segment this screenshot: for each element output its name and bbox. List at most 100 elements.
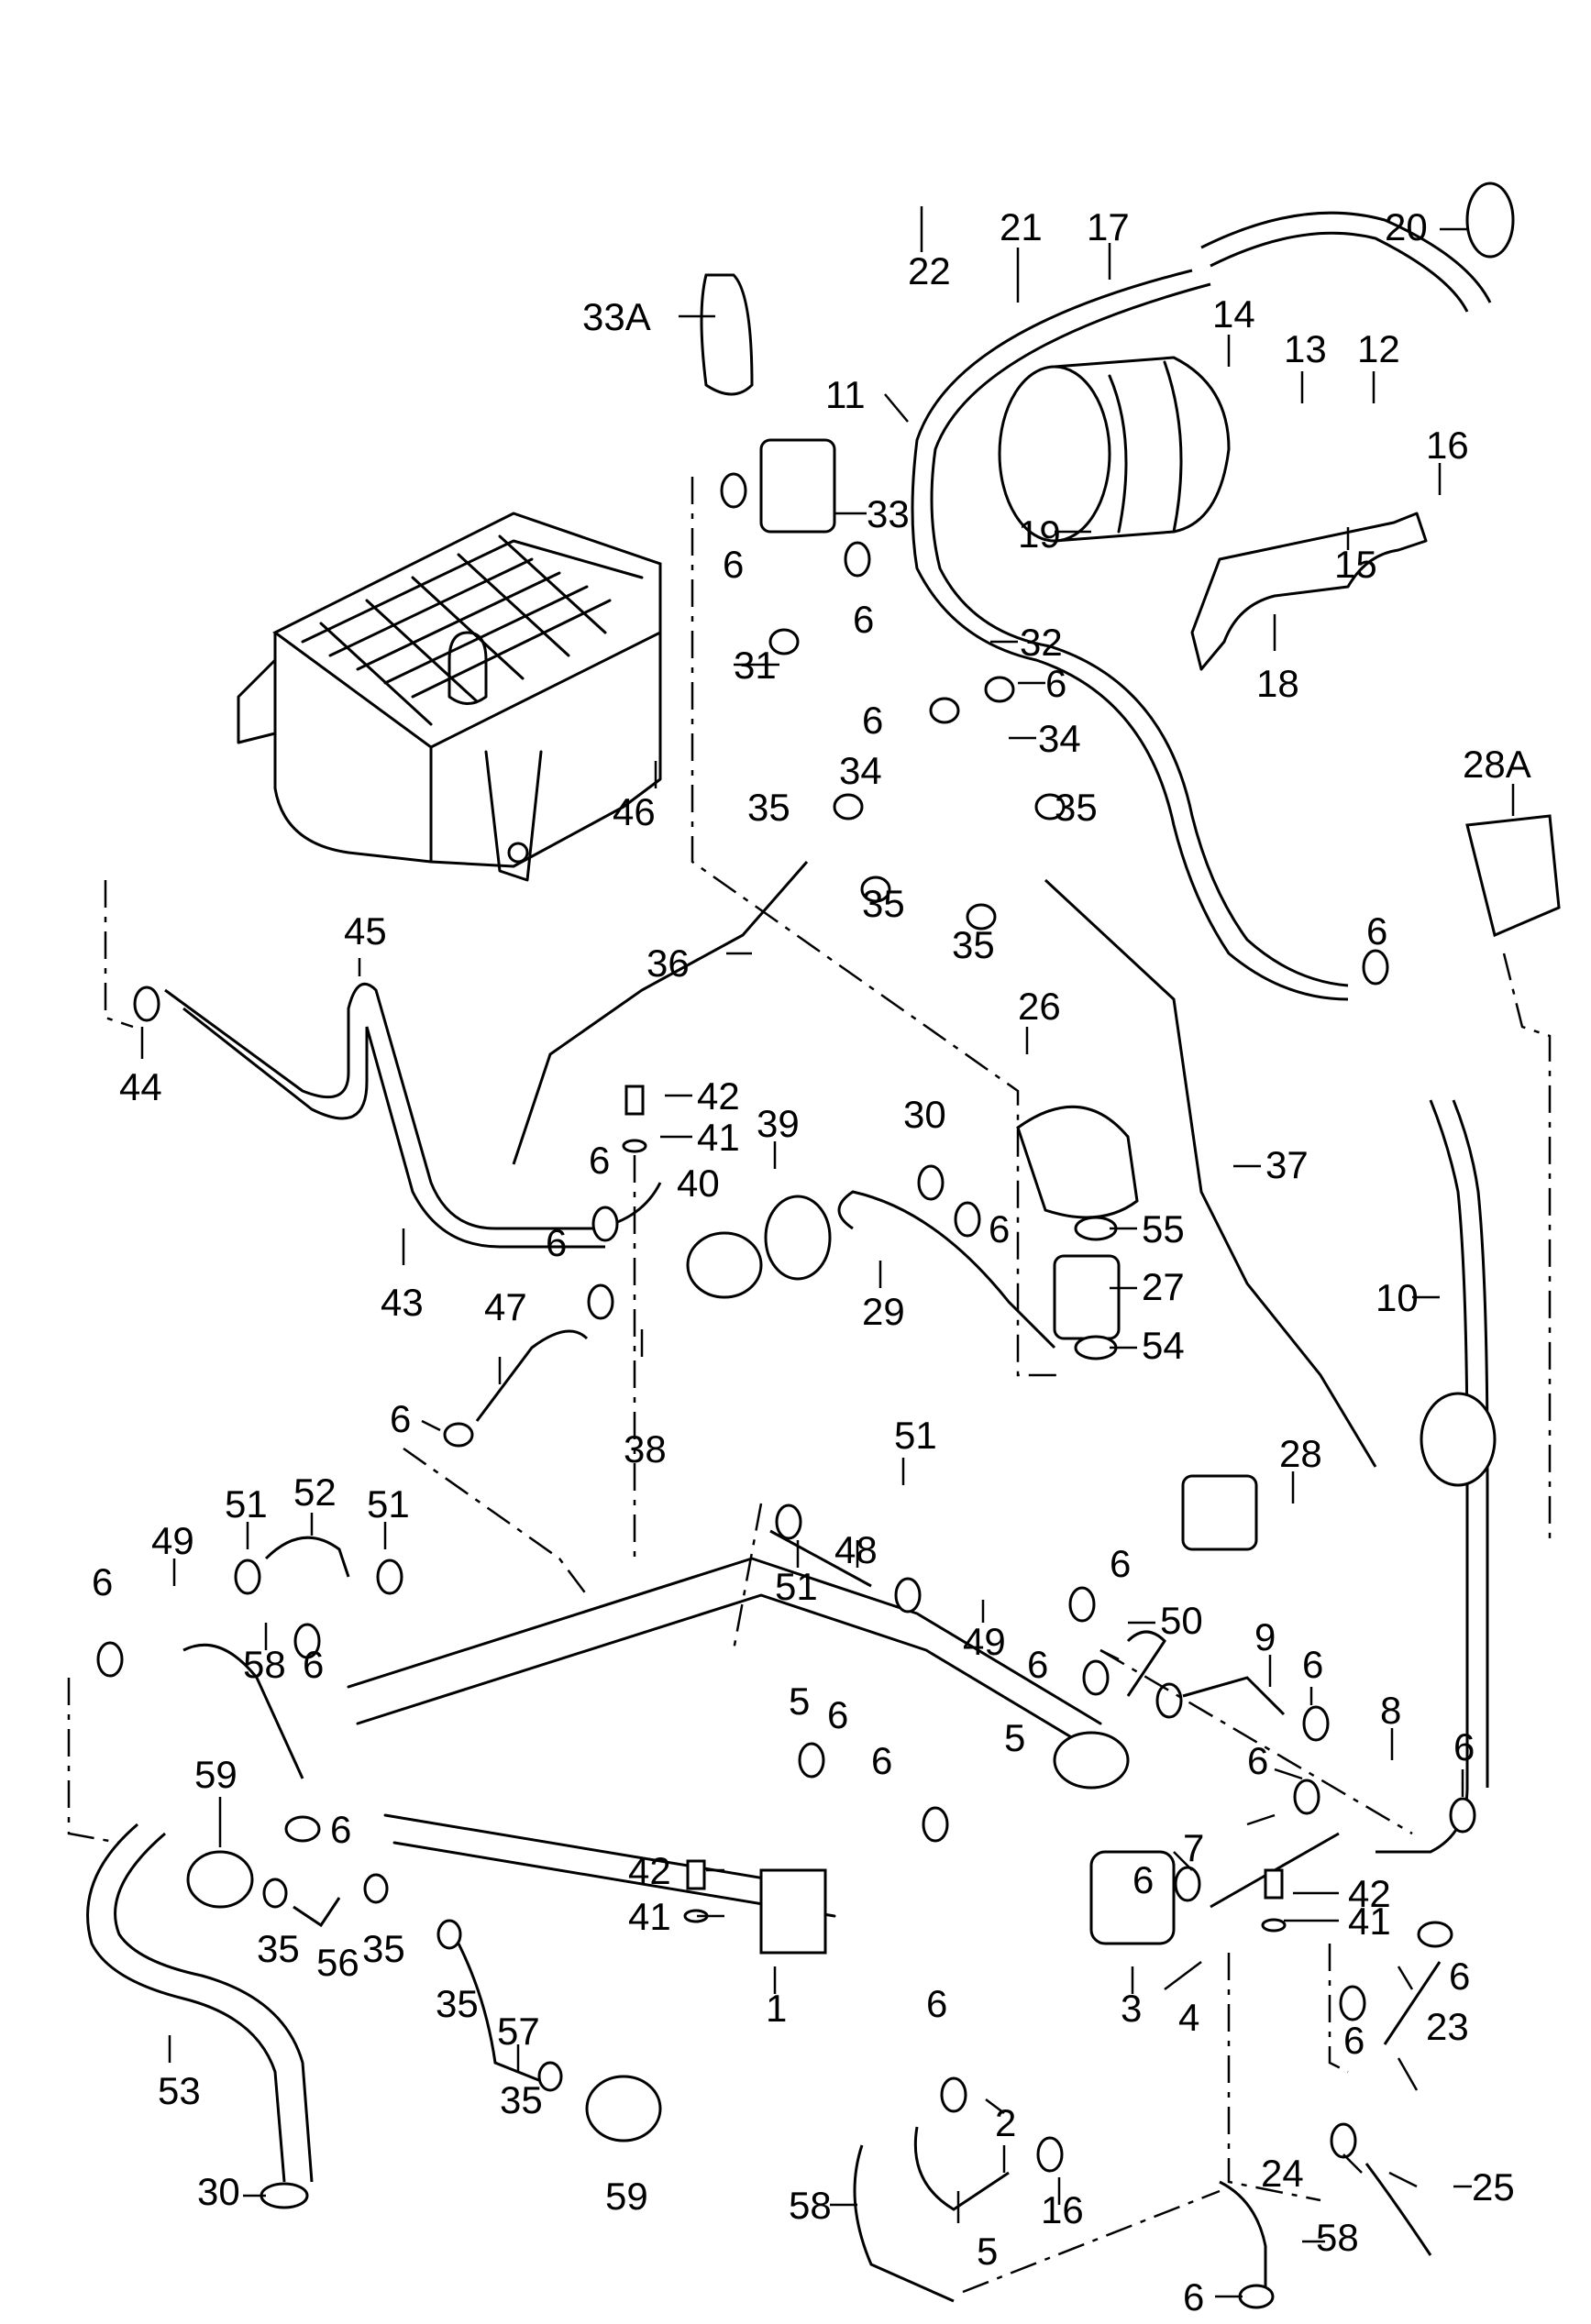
callout-6: 6 [1183, 2275, 1204, 2318]
callout-25: 25 [1472, 2165, 1515, 2208]
callout-6: 6 [1110, 1542, 1131, 1585]
callout-14: 14 [1212, 292, 1255, 336]
callout-labels: 33A 22 21 17 20 14 13 12 11 16 33 6 19 1… [92, 205, 1531, 2318]
callout-15: 15 [1334, 543, 1377, 586]
callout-11: 11 [825, 373, 866, 416]
callout-6: 6 [589, 1139, 610, 1182]
callout-6: 6 [1366, 909, 1387, 953]
filter-27 [1053, 1254, 1121, 1340]
cover-33A [700, 273, 754, 396]
callout-6: 6 [92, 1560, 113, 1603]
valve-59-upper [186, 1850, 254, 1909]
callout-6: 6 [1045, 662, 1066, 705]
callout-51: 51 [367, 1482, 410, 1525]
callout-8: 8 [1380, 1689, 1401, 1732]
hose-10-inner [1452, 1099, 1489, 1788]
cap-28 [1420, 1392, 1497, 1487]
seal-39 [764, 1195, 832, 1281]
callout-52: 52 [293, 1470, 337, 1514]
callout-32: 32 [1020, 621, 1063, 664]
plate-28A [1465, 814, 1561, 938]
callout-6: 6 [303, 1643, 324, 1686]
callout-59: 59 [194, 1753, 238, 1796]
hose-47 [475, 1329, 589, 1422]
callout-36: 36 [646, 942, 690, 985]
callout-6: 6 [862, 699, 883, 742]
callout-28: 28 [1279, 1432, 1322, 1475]
callout-7: 7 [1183, 1826, 1204, 1869]
hose-29 [837, 1190, 1056, 1349]
callout-49: 49 [963, 1620, 1006, 1663]
callout-27: 27 [1142, 1265, 1185, 1308]
hose-58 [182, 1643, 304, 1779]
callout-6: 6 [1302, 1643, 1323, 1686]
callout-35: 35 [500, 2078, 543, 2121]
hose-11 [911, 269, 1349, 1001]
callout-6: 6 [546, 1221, 567, 1264]
callout-23: 23 [1426, 2005, 1469, 2048]
callout-26: 26 [1018, 985, 1061, 1028]
hose-58-lower-left [853, 2144, 955, 2303]
pump-40 [686, 1231, 763, 1299]
callout-6: 6 [1343, 2019, 1365, 2062]
callout-51: 51 [894, 1414, 937, 1457]
callout-39: 39 [757, 1102, 800, 1145]
callout-5: 5 [1004, 1716, 1025, 1759]
charcoal-canister [998, 356, 1231, 543]
callout-42: 42 [1348, 1872, 1391, 1915]
callout-40: 40 [677, 1162, 720, 1205]
callout-55: 55 [1142, 1207, 1185, 1250]
hose-57 [457, 1943, 542, 2083]
callout-29: 29 [862, 1290, 905, 1333]
callout-41: 41 [628, 1895, 671, 1938]
canister-bracket [1190, 512, 1428, 671]
assembly-lines [67, 477, 1552, 2294]
callout-35: 35 [747, 786, 790, 829]
callout-5: 5 [789, 1680, 810, 1723]
callout-1: 1 [766, 1987, 787, 2030]
callout-21: 21 [1000, 205, 1043, 248]
callout-41: 41 [1348, 1900, 1391, 1943]
callout-46: 46 [613, 790, 656, 833]
callout-2: 2 [995, 2101, 1016, 2144]
callout-17: 17 [1087, 205, 1130, 248]
hose-43-inner [182, 1007, 605, 1249]
valve-1 [759, 1868, 827, 1955]
callout-6: 6 [723, 543, 744, 586]
hose-43 [164, 982, 662, 1230]
callout-38: 38 [624, 1427, 667, 1470]
clamp-20 [1465, 182, 1515, 259]
callout-35: 35 [362, 1927, 405, 1970]
callout-6: 6 [827, 1693, 848, 1736]
hose-11-inner [930, 282, 1349, 987]
callout-30: 30 [903, 1093, 946, 1136]
callout-20: 20 [1385, 205, 1428, 248]
hose-23 [1383, 1961, 1442, 2045]
callout-59: 59 [605, 2175, 648, 2218]
screws-42-washers-41 [622, 1085, 1287, 1933]
leader-lines [140, 206, 1515, 2298]
callout-58: 58 [1316, 2216, 1359, 2259]
part-drawings [86, 182, 1561, 2309]
callout-33A: 33A [582, 295, 651, 338]
hose-56 [293, 1897, 341, 1928]
hose-48 [769, 1529, 872, 1588]
callout-33: 33 [867, 492, 910, 535]
callout-12: 12 [1357, 327, 1400, 370]
callout-6: 6 [1132, 1858, 1154, 1901]
callout-6: 6 [1453, 1725, 1475, 1768]
callout-34-left: 34 [839, 749, 882, 792]
valve-26 [1016, 1105, 1139, 1219]
callout-22: 22 [908, 249, 951, 292]
callout-6: 6 [330, 1808, 351, 1851]
solenoid-33 [759, 438, 836, 534]
callout-56: 56 [316, 1941, 359, 1984]
callout-10: 10 [1376, 1276, 1419, 1319]
callout-6: 6 [1027, 1643, 1048, 1686]
hose-36 [512, 861, 809, 1165]
callout-6: 6 [390, 1397, 411, 1440]
callout-50: 50 [1160, 1599, 1203, 1642]
hose-52 [264, 1536, 350, 1578]
callout-35: 35 [952, 923, 995, 966]
